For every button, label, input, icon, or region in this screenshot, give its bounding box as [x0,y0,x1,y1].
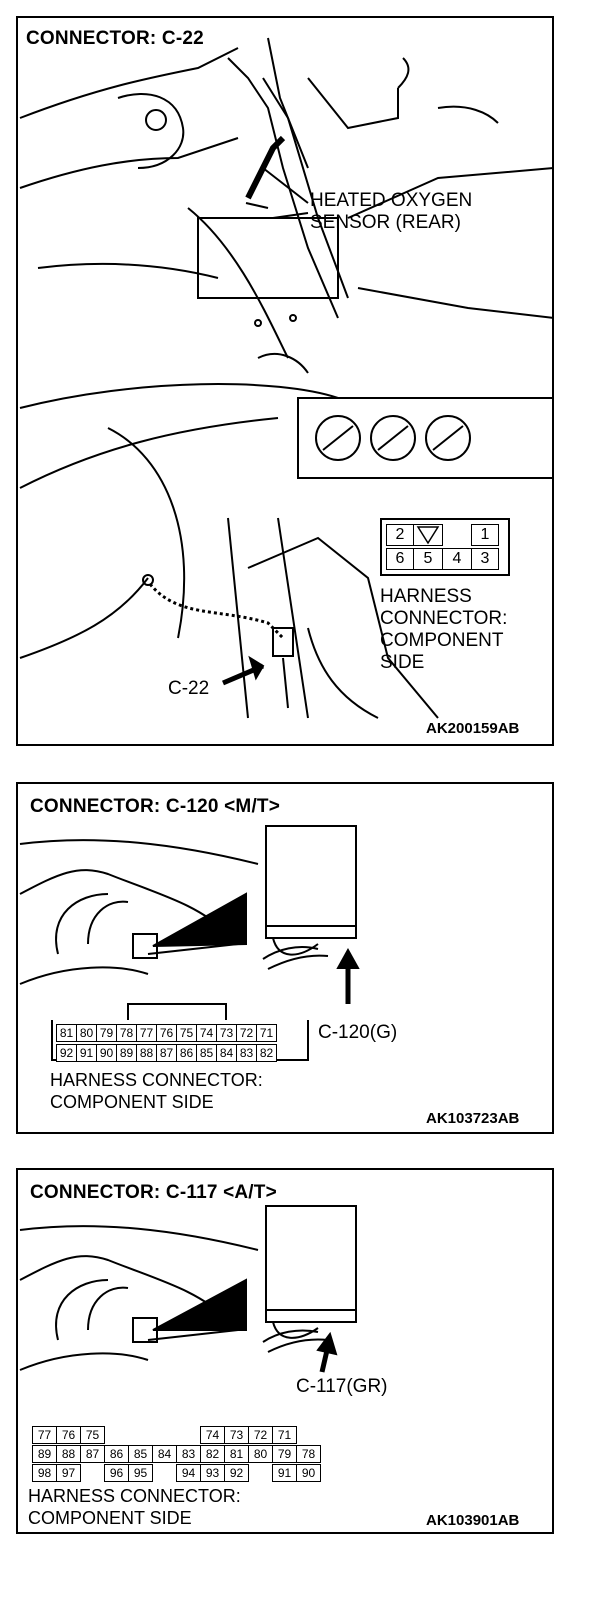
connector-pin: 73 [224,1426,249,1444]
connector-pointer-label: C-120(G) [318,1022,398,1043]
connector-pin: 97 [56,1464,81,1482]
connector-gap [442,524,472,546]
connector-pin: 89 [116,1044,137,1062]
connector-pin: 74 [200,1426,225,1444]
connector-pin: 79 [272,1445,297,1463]
connector-pin: 92 [224,1464,249,1482]
connector-pin: 78 [296,1445,321,1463]
connector-gap [128,1426,153,1444]
harness-label-line-2: CONNECTOR: [380,608,508,629]
c22-connector-face: 2 1 6 5 4 3 [380,518,510,576]
connector-gap [80,1464,105,1482]
harness-label-line-4: SIDE [380,652,425,673]
figure-code: AK103723AB [426,1110,520,1127]
connector-pin: 86 [176,1044,197,1062]
harness-label-line-1: HARNESS CONNECTOR: [50,1070,263,1090]
connector-pin: 81 [224,1445,249,1463]
connector-pin: 4 [442,548,472,570]
key-notch-icon [416,526,440,545]
connector-pin: 82 [256,1044,277,1062]
connector-pin: 89 [32,1445,57,1463]
connector-pointer-label: C-22 [168,678,210,699]
connector-pin: 86 [104,1445,129,1463]
connector-pin: 87 [156,1044,177,1062]
connector-pin: 84 [152,1445,177,1463]
harness-label-line-1: HARNESS CONNECTOR: [28,1486,241,1506]
connector-gap [152,1426,177,1444]
connector-pin: 96 [104,1464,129,1482]
connector-pin: 85 [128,1445,153,1463]
connector-pin: 83 [236,1044,257,1062]
connector-pin: 80 [248,1445,273,1463]
connector-pin: 85 [196,1044,217,1062]
connector-pin: 72 [248,1426,273,1444]
connector-pin: 78 [116,1024,137,1042]
connector-pin: 6 [386,548,414,570]
connector-pin: 76 [156,1024,177,1042]
connector-pin: 72 [236,1024,257,1042]
connector-pin: 79 [96,1024,117,1042]
connector-pin: 95 [128,1464,153,1482]
harness-label-line-2: COMPONENT SIDE [28,1508,192,1528]
connector-pin: 88 [56,1445,81,1463]
connector-pin: 98 [32,1464,57,1482]
harness-label-line-1: HARNESS [380,586,472,607]
connector-pin: 76 [56,1426,81,1444]
connector-pin: 92 [56,1044,77,1062]
connector-pin: 5 [413,548,443,570]
c22-illustration [19,37,552,719]
sensor-label-line-1: HEATED OXYGEN [310,190,473,211]
connector-pin: 84 [216,1044,237,1062]
connector-c22-panel: CONNECTOR: C-22 HEATED OXYGEN SENSOR (RE… [16,16,554,746]
harness-label-line-3: COMPONENT [380,630,504,651]
connector-pin: 71 [272,1426,297,1444]
connector-key [413,524,443,546]
connector-pin: 81 [56,1024,77,1042]
connector-pin: 91 [76,1044,97,1062]
connector-pin: 90 [296,1464,321,1482]
connector-pin: 1 [471,524,499,546]
panel-title: CONNECTOR: C-22 [26,28,204,49]
panel-title: CONNECTOR: C-117 <A/T> [30,1182,277,1203]
connector-pin: 80 [76,1024,97,1042]
connector-pin: 73 [216,1024,237,1042]
figure-code: AK200159AB [426,720,520,737]
connector-pin: 74 [196,1024,217,1042]
connector-pin: 77 [136,1024,157,1042]
connector-gap [176,1426,201,1444]
connector-pointer-label: C-117(GR) [296,1376,388,1397]
connector-pin: 71 [256,1024,277,1042]
connector-pin: 87 [80,1445,105,1463]
connector-gap [248,1464,273,1482]
connector-pin: 93 [200,1464,225,1482]
connector-pin: 94 [176,1464,201,1482]
connector-gap [152,1464,177,1482]
c120-illustration [19,825,360,1061]
connector-gap [104,1426,129,1444]
connector-pin: 88 [136,1044,157,1062]
sensor-label-line-2: SENSOR (REAR) [310,212,461,233]
connector-pin: 3 [471,548,499,570]
connector-pin: 90 [96,1044,117,1062]
connector-pin: 75 [80,1426,105,1444]
harness-label-line-2: COMPONENT SIDE [50,1092,214,1112]
connector-pin: 75 [176,1024,197,1042]
connector-pin: 82 [200,1445,225,1463]
connector-pin: 91 [272,1464,297,1482]
c117-illustration [19,1205,357,1373]
figure-code: AK103901AB [426,1512,520,1529]
panel-title: CONNECTOR: C-120 <M/T> [30,796,281,817]
connector-pin: 2 [386,524,414,546]
connector-pin: 83 [176,1445,201,1463]
connector-pin: 77 [32,1426,57,1444]
